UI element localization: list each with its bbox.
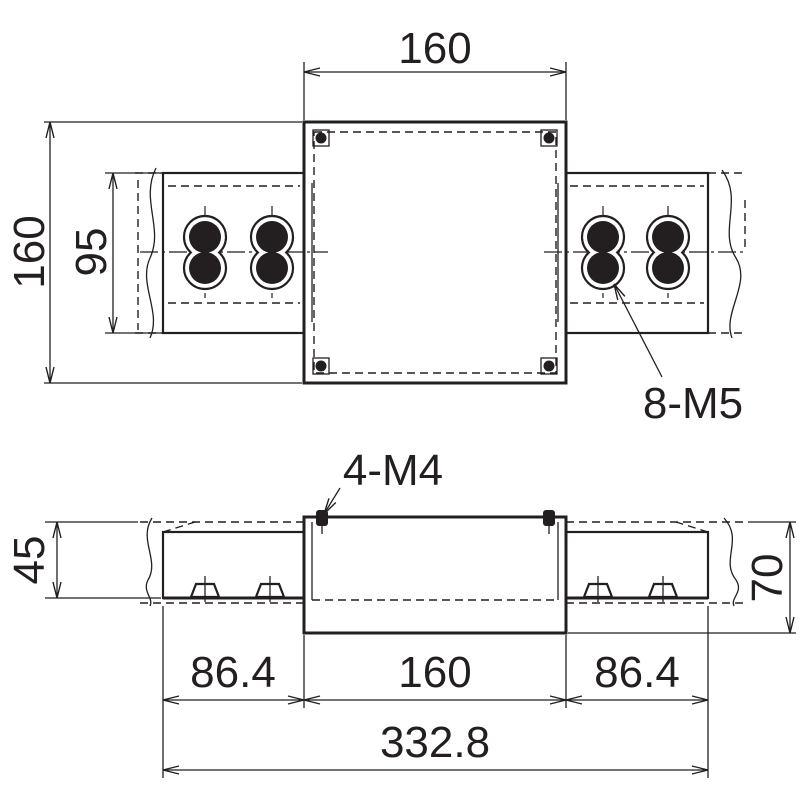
corner-hole-bottom-right	[540, 357, 558, 375]
left-terminal-block-side	[161, 530, 306, 600]
corner-hole-seat	[540, 357, 558, 375]
dimension-label: 86.4	[190, 648, 276, 697]
dimension-label: 70	[743, 554, 792, 603]
terminal-height-dimension: 95	[67, 172, 161, 334]
left-terminal-width-dimension: 86.4	[162, 648, 305, 705]
top-view: 160 160 95 8-M5	[5, 24, 746, 428]
right-phantom-chamfer	[675, 521, 709, 533]
dimension-label: 160	[398, 24, 471, 73]
corner-hole-top-right	[540, 129, 558, 147]
left-break-line	[145, 167, 157, 339]
mounting-screw-callout: 4-M4	[323, 446, 443, 515]
left-phantom-chamfer	[162, 521, 196, 533]
terminal-nut	[189, 576, 221, 602]
mounting-screw-right	[543, 510, 555, 534]
leader-line	[323, 487, 341, 515]
screw-head	[316, 510, 328, 526]
dimension-label: 45	[5, 536, 54, 585]
top-height-dimension: 160	[5, 121, 302, 384]
terminal-screw-callout: 8-M5	[613, 283, 743, 428]
side-view: 4-M4 45 70 86.4 160	[5, 446, 796, 778]
central-body-top	[302, 120, 568, 385]
callout-label: 8-M5	[643, 379, 743, 428]
corner-hole-top-left	[312, 129, 330, 147]
terminal-hole-pair	[580, 214, 626, 291]
screw-head	[543, 510, 555, 526]
overall-height-dimension: 70	[568, 521, 796, 634]
central-body-inner-outline	[313, 131, 557, 374]
terminal-hole	[256, 221, 288, 253]
terminal-hole	[256, 252, 288, 284]
leader-line	[613, 283, 663, 378]
terminal-hole	[189, 221, 221, 253]
overall-width-dimension: 332.8	[162, 718, 709, 775]
dimension-label: 160	[5, 215, 54, 288]
terminal-hole	[587, 252, 619, 284]
terminal-nut	[582, 576, 614, 602]
corner-hole-seat	[312, 129, 330, 147]
terminal-height-dimension-side: 45	[5, 521, 161, 599]
dimension-label: 86.4	[594, 648, 680, 697]
left-break-line	[145, 517, 153, 607]
dimension-label: 160	[398, 648, 471, 697]
corner-hole	[315, 132, 327, 144]
corner-hole-bottom-left	[312, 357, 330, 375]
terminal-hole	[652, 252, 684, 284]
mounting-screw-left	[316, 510, 328, 534]
terminal-nut	[647, 576, 679, 602]
right-break-line	[723, 517, 740, 607]
terminal-hole-pair	[249, 214, 295, 291]
body-width-dimension: 160	[303, 648, 567, 705]
terminal-nut	[254, 576, 286, 602]
corner-hole	[315, 360, 327, 372]
dimension-label: 95	[67, 228, 116, 277]
terminal-hole	[652, 221, 684, 253]
callout-label: 4-M4	[343, 446, 443, 495]
terminal-hole-pair	[182, 214, 228, 291]
terminal-hole-pair	[645, 214, 691, 291]
corner-hole	[543, 132, 555, 144]
corner-hole	[543, 360, 555, 372]
terminal-hole	[189, 252, 221, 284]
dimension-label: 332.8	[380, 718, 490, 767]
right-terminal-width-dimension: 86.4	[565, 648, 709, 705]
top-width-dimension: 160	[303, 24, 567, 120]
right-break-line	[721, 169, 742, 339]
corner-hole-seat	[540, 129, 558, 147]
corner-hole-seat	[312, 357, 330, 375]
terminal-hole	[587, 221, 619, 253]
central-body-side	[302, 515, 568, 635]
